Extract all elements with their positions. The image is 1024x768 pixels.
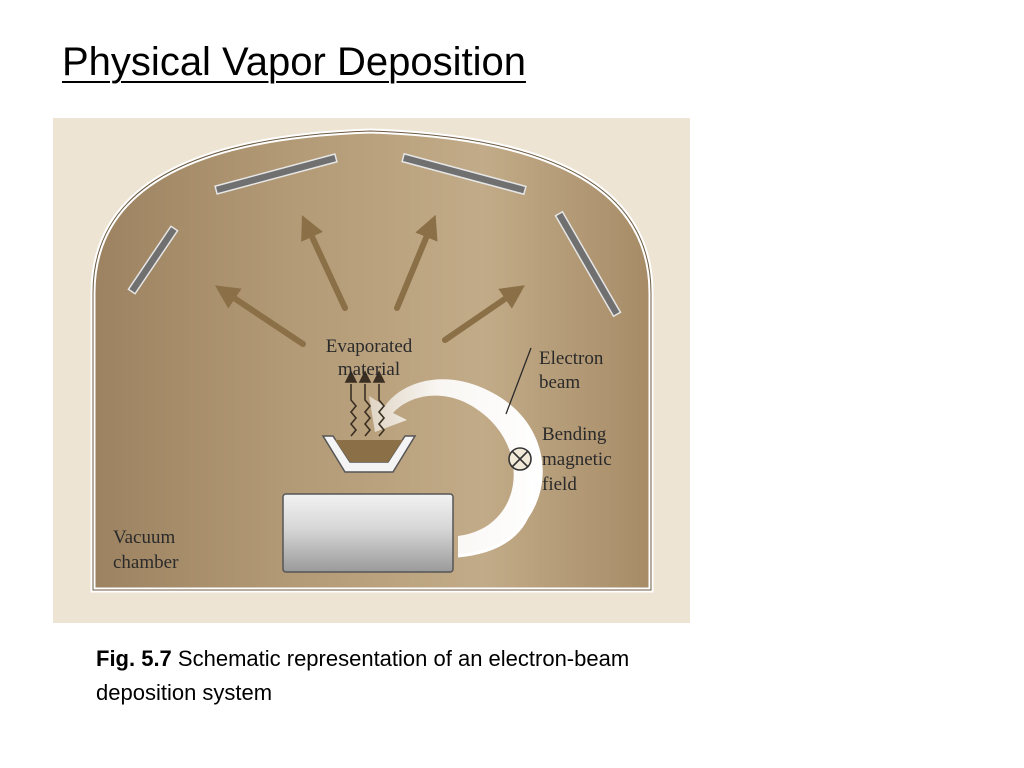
ebeam-deposition-diagram: Evaporated material Electron beam Bendin…	[53, 118, 690, 623]
label-bending-field-2: magnetic	[542, 449, 612, 470]
vapor-lines	[344, 370, 386, 437]
slide-title: Physical Vapor Deposition	[62, 40, 526, 84]
arrow-right	[442, 285, 525, 343]
label-electron-beam-2: beam	[539, 372, 580, 393]
label-vacuum-chamber-1: Vacuum	[113, 527, 175, 548]
caption-text: Schematic representation of an electron-…	[96, 646, 630, 705]
label-evaporated-material-1: Evaporated	[326, 336, 413, 357]
label-bending-field-1: Bending	[542, 424, 607, 445]
arrow-left	[215, 285, 306, 347]
substrate-left	[127, 225, 179, 295]
electron-beam-leader	[505, 347, 532, 415]
substrate-top-right	[401, 152, 527, 196]
label-bending-field-3: field	[542, 474, 577, 495]
figure-caption: Fig. 5.7 Schematic representation of an …	[96, 642, 676, 710]
label-electron-beam-1: Electron	[539, 348, 604, 369]
magnetic-field-into-page-icon	[508, 447, 532, 471]
arrow-up-right	[394, 214, 438, 311]
label-evaporated-material-2: material	[338, 359, 400, 380]
electron-gun	[282, 493, 454, 573]
substrate-right	[554, 210, 622, 318]
substrate-top-left	[214, 153, 338, 195]
crucible	[321, 435, 417, 473]
electron-beam	[369, 379, 543, 556]
evaporation-arrows	[215, 214, 525, 347]
caption-figure-number: Fig. 5.7	[96, 646, 172, 671]
substrate-holders	[127, 152, 622, 318]
arrow-up-left	[301, 215, 348, 311]
label-vacuum-chamber-2: chamber	[113, 552, 179, 573]
